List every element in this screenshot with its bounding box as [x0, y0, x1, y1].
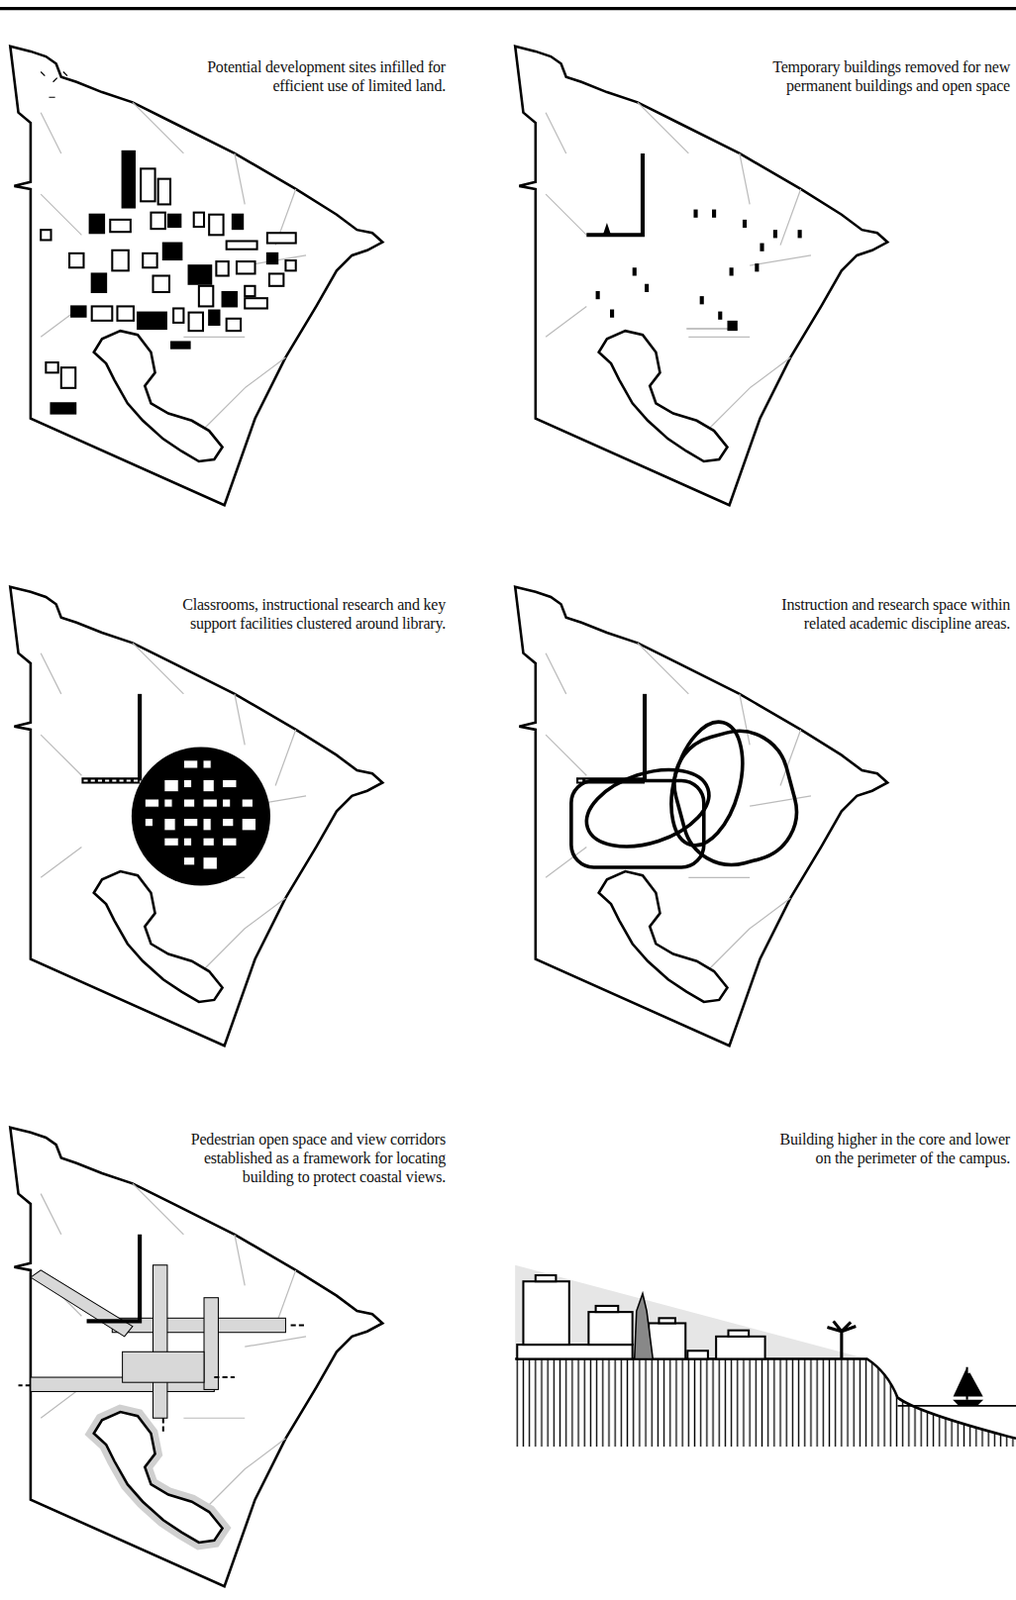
core-building: [203, 837, 214, 846]
panel-caption: Classrooms, instructional research and k…: [148, 595, 446, 633]
temporary-building: [726, 320, 737, 331]
building-footprint: [71, 305, 86, 316]
building-footprint: [61, 367, 76, 389]
core-building: [183, 760, 198, 769]
core-building: [183, 799, 195, 808]
building-footprint: [267, 232, 297, 243]
building-footprint: [51, 403, 77, 413]
building-footprint: [137, 312, 167, 329]
panel-caption: Pedestrian open space and view corridors…: [163, 1129, 446, 1187]
building-footprint: [45, 362, 58, 373]
panel-caption: Potential development sites infilled for…: [198, 57, 446, 96]
temporary-building: [798, 229, 803, 238]
core-building: [144, 799, 159, 808]
building-footprint: [267, 253, 278, 264]
building-footprint: [142, 253, 157, 268]
building-footprint: [208, 214, 223, 236]
panel-caption: Building higher in the core and lower on…: [762, 1129, 1011, 1168]
temporary-building: [700, 296, 705, 305]
building-footprint: [236, 261, 256, 274]
core-building: [183, 857, 195, 866]
core-building: [203, 818, 211, 831]
core-building: [183, 779, 192, 788]
building-footprint: [92, 273, 106, 293]
core-building: [164, 779, 179, 792]
building-footprint: [92, 305, 113, 320]
core-building: [222, 818, 234, 827]
building-footprint: [226, 318, 241, 331]
temporary-building: [693, 209, 698, 218]
building-footprint: [150, 212, 165, 229]
building-footprint: [168, 214, 181, 227]
panel-caption: Temporary buildings removed for new perm…: [762, 57, 1011, 96]
temporary-building: [596, 291, 601, 300]
building-footprint: [244, 298, 268, 308]
temporary-building: [717, 311, 722, 320]
core-building: [164, 799, 173, 808]
building-footprint: [153, 276, 170, 293]
temporary-building: [729, 267, 734, 276]
building-footprint: [244, 286, 255, 297]
core-building: [241, 799, 253, 808]
core-building: [203, 799, 217, 808]
building-footprint: [122, 151, 135, 208]
core-building: [241, 818, 256, 831]
temporary-building: [759, 243, 764, 252]
temporary-building: [711, 209, 716, 218]
core-building: [203, 779, 214, 792]
building-footprint: [173, 307, 184, 322]
temporary-building: [644, 284, 649, 293]
building-footprint: [163, 243, 183, 260]
core-building: [222, 837, 237, 846]
building-footprint: [90, 214, 104, 234]
building-footprint: [116, 305, 133, 320]
temporary-building: [742, 219, 747, 228]
core-building: [164, 818, 176, 831]
panel-caption: Instruction and research space within re…: [742, 595, 1011, 633]
building-footprint: [199, 286, 213, 307]
building-footprint: [40, 229, 51, 240]
building-footprint: [285, 260, 296, 271]
building-footprint: [171, 341, 191, 348]
core-building: [203, 760, 211, 769]
core-building: [183, 837, 192, 846]
temporary-building: [773, 229, 778, 238]
core-building: [203, 857, 217, 870]
building-footprint: [189, 312, 204, 332]
building-footprint: [232, 214, 243, 229]
building-footprint: [215, 261, 228, 276]
core-building: [222, 799, 231, 808]
building-footprint: [140, 168, 155, 202]
building-footprint: [269, 273, 284, 286]
building-footprint: [111, 250, 128, 272]
core-building: [183, 818, 198, 827]
building-footprint: [208, 310, 219, 325]
building-footprint: [109, 219, 131, 232]
building-footprint: [226, 240, 258, 249]
core-building: [222, 779, 237, 788]
core-building: [164, 837, 179, 846]
building-footprint: [194, 212, 204, 227]
temporary-building: [632, 267, 637, 276]
building-footprint: [158, 179, 171, 205]
temporary-building: [609, 309, 614, 318]
building-footprint: [69, 253, 84, 268]
building-footprint: [189, 265, 212, 285]
building-footprint: [222, 292, 237, 306]
temporary-building: [754, 263, 759, 272]
core-building: [144, 818, 153, 827]
